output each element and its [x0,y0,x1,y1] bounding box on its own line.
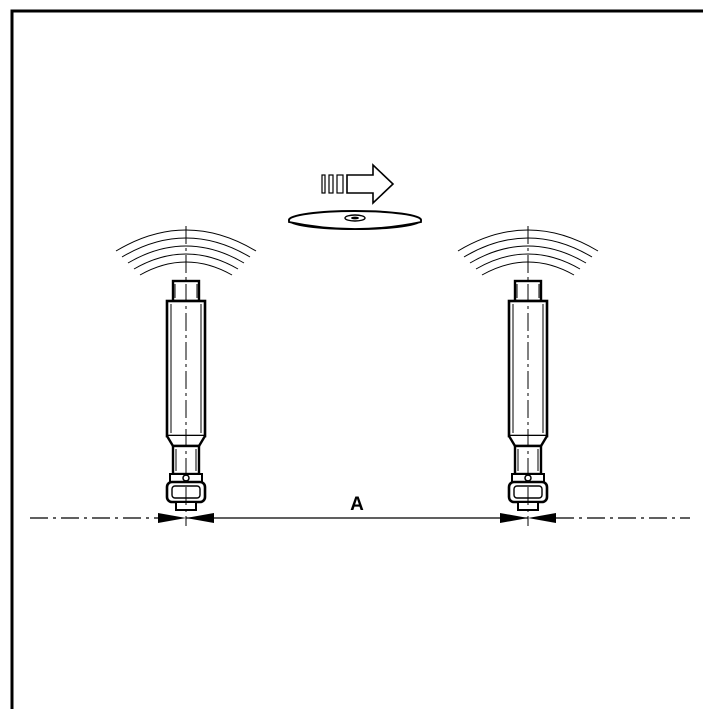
dimension-label: A [350,494,364,515]
moving-disc [289,211,421,229]
direction-arrow-icon [322,165,393,203]
right-sensor [458,226,598,526]
outer-frame [12,11,703,709]
left-sensor [116,226,256,526]
